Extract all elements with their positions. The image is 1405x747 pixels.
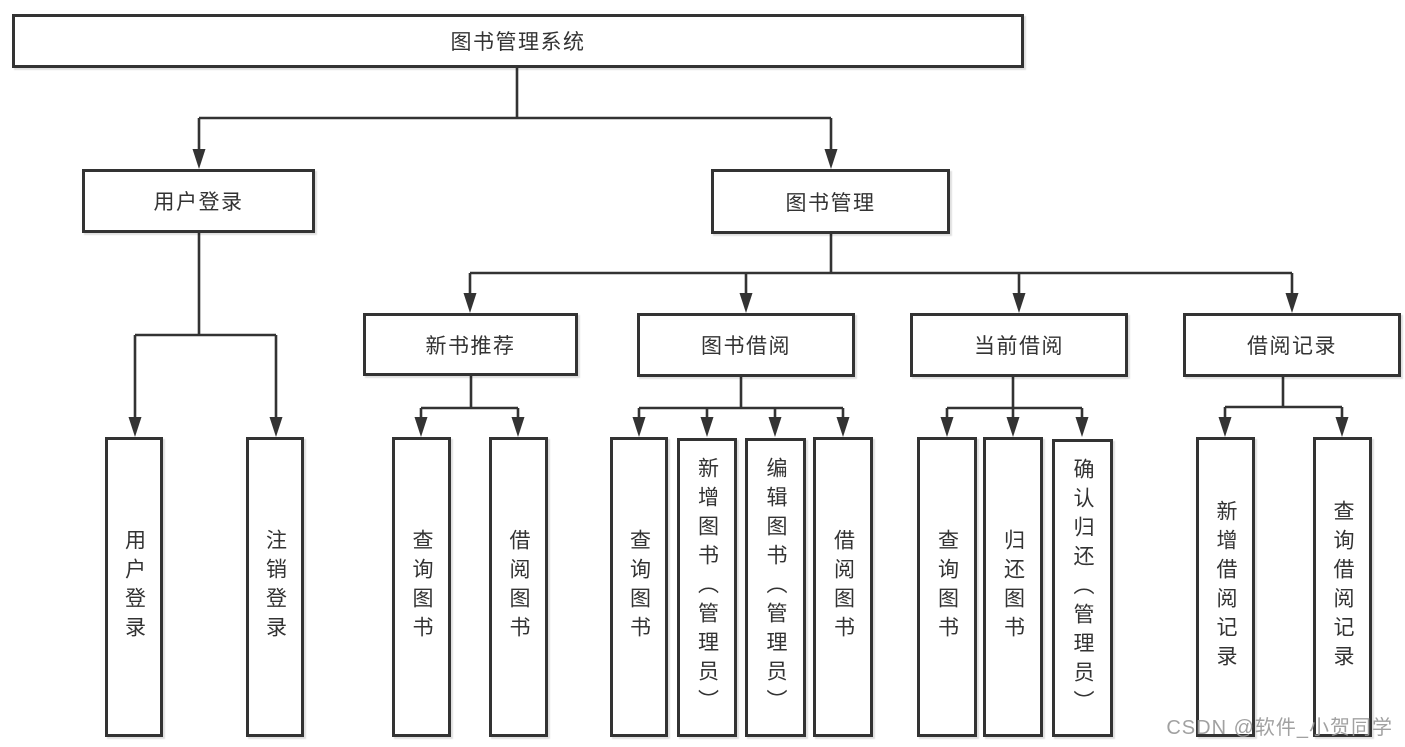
leaf-borrow-books-recommend: 借阅图书 [489, 437, 548, 737]
node-label: 当前借阅 [974, 335, 1064, 358]
node-label: 编辑图书（管理员） [764, 457, 787, 718]
node-label: 用户登录 [153, 191, 244, 214]
leaf-query-borrow-record: 查询借阅记录 [1313, 437, 1372, 737]
node-label: 新书推荐 [425, 334, 516, 358]
node-label: 确认归还（管理员） [1071, 457, 1094, 719]
leaf-query-books-recommend: 查询图书 [392, 437, 451, 737]
node-label: 新增图书（管理员） [695, 457, 719, 718]
leaf-query-books-current: 查询图书 [917, 437, 977, 737]
node-label: 查询图书 [627, 529, 651, 645]
node-label: 注销登录 [263, 529, 287, 645]
leaf-confirm-return-admin: 确认归还（管理员） [1052, 439, 1113, 737]
node-book-borrow: 图书借阅 [637, 313, 855, 377]
node-borrow-records: 借阅记录 [1183, 313, 1401, 377]
arrowheads [128, 149, 1349, 437]
node-label: 新增借阅记录 [1214, 500, 1237, 674]
node-label: 用户登录 [122, 529, 146, 645]
leaf-user-login: 用户登录 [105, 437, 163, 737]
node-label: 归还图书 [1001, 529, 1025, 645]
csdn-watermark: CSDN @软件_小贺同学 [1166, 717, 1393, 739]
node-system-root: 图书管理系统 [12, 14, 1024, 68]
node-label: 图书借阅 [701, 335, 791, 358]
leaf-edit-books-admin: 编辑图书（管理员） [745, 438, 806, 737]
leaf-query-books-borrow: 查询图书 [610, 437, 668, 737]
leaf-borrow-books: 借阅图书 [813, 437, 873, 737]
leaf-add-books-admin: 新增图书（管理员） [677, 438, 737, 737]
node-label: 借阅记录 [1247, 335, 1337, 358]
node-label: 查询借阅记录 [1331, 500, 1354, 674]
leaf-logout: 注销登录 [246, 437, 304, 737]
node-label: 借阅图书 [507, 529, 530, 645]
node-label: 查询图书 [410, 529, 433, 645]
node-book-management: 图书管理 [711, 169, 950, 234]
leaf-return-books: 归还图书 [983, 437, 1043, 737]
node-label: 图书管理 [785, 191, 876, 215]
node-new-book-recommend: 新书推荐 [363, 313, 578, 376]
node-user-login: 用户登录 [82, 169, 315, 233]
node-label: 查询图书 [935, 529, 959, 645]
node-current-borrow: 当前借阅 [910, 313, 1128, 377]
node-label: 借阅图书 [831, 529, 855, 645]
node-label: 图书管理系统 [450, 31, 586, 54]
tree-edges [133, 67, 1344, 420]
leaf-add-borrow-record: 新增借阅记录 [1196, 437, 1255, 737]
